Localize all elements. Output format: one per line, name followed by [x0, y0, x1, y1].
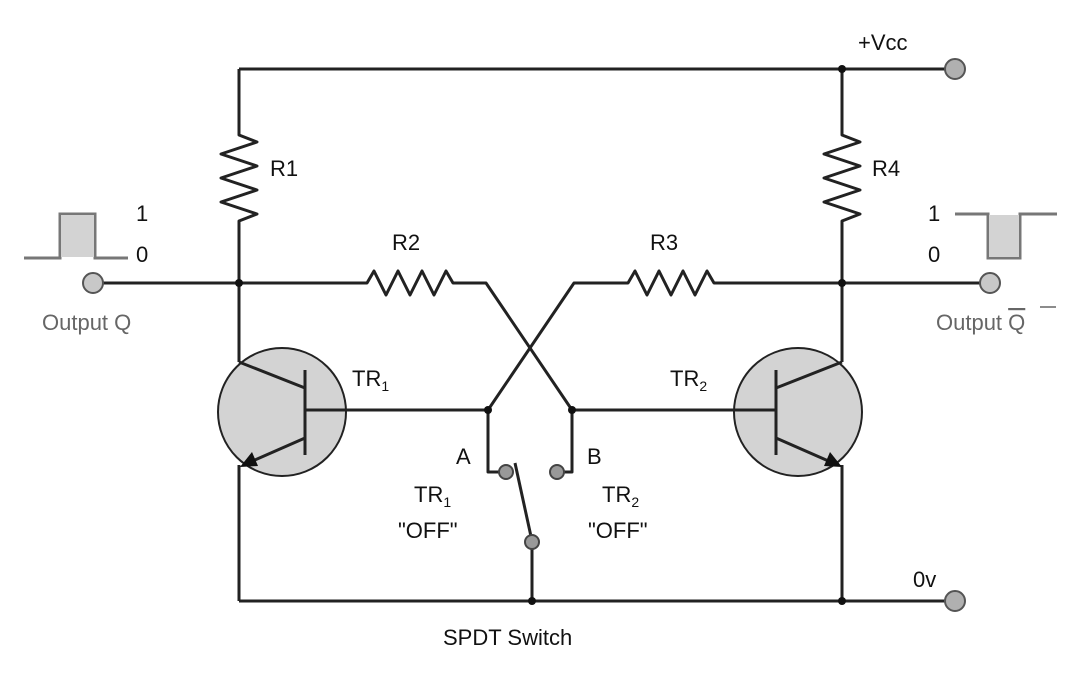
tr1-off-name: TR1 [414, 482, 451, 510]
qbar-high-label: 1 [928, 201, 940, 226]
r1-label: R1 [270, 156, 298, 181]
r2-resistor [103, 269, 574, 411]
r3-resistor [486, 269, 980, 411]
output-qbar-label: Output Q [936, 310, 1025, 335]
ground-terminal[interactable] [944, 590, 966, 612]
vcc-label: +Vcc [858, 30, 908, 55]
r4-resistor [822, 69, 862, 362]
r3-label: R3 [650, 230, 678, 255]
spdt-switch[interactable] [486, 410, 574, 601]
q-waveform [24, 212, 128, 260]
tr1-transistor [217, 347, 488, 477]
q-high-label: 1 [136, 201, 148, 226]
qbar-waveform [955, 212, 1057, 260]
junction-dots [235, 65, 846, 605]
switch-label: SPDT Switch [443, 625, 572, 650]
switch-b-label: B [587, 444, 602, 469]
q-low-label: 0 [136, 242, 148, 267]
tr2-off-state: "OFF" [588, 518, 648, 543]
tr2-transistor [572, 347, 863, 477]
tr1-label: TR1 [352, 366, 389, 394]
vcc-terminal[interactable] [944, 58, 966, 80]
r2-label: R2 [392, 230, 420, 255]
output-q-terminal[interactable] [82, 272, 104, 294]
tr2-label: TR2 [670, 366, 707, 394]
qbar-low-label: 0 [928, 242, 940, 267]
switch-a-label: A [456, 444, 471, 469]
tr1-off-state: "OFF" [398, 518, 458, 543]
output-q-label: Output Q [42, 310, 131, 335]
r1-resistor [219, 69, 259, 362]
r4-label: R4 [872, 156, 900, 181]
tr2-off-name: TR2 [602, 482, 639, 510]
ground-label: 0v [913, 567, 936, 592]
output-qbar-terminal[interactable] [979, 272, 1001, 294]
